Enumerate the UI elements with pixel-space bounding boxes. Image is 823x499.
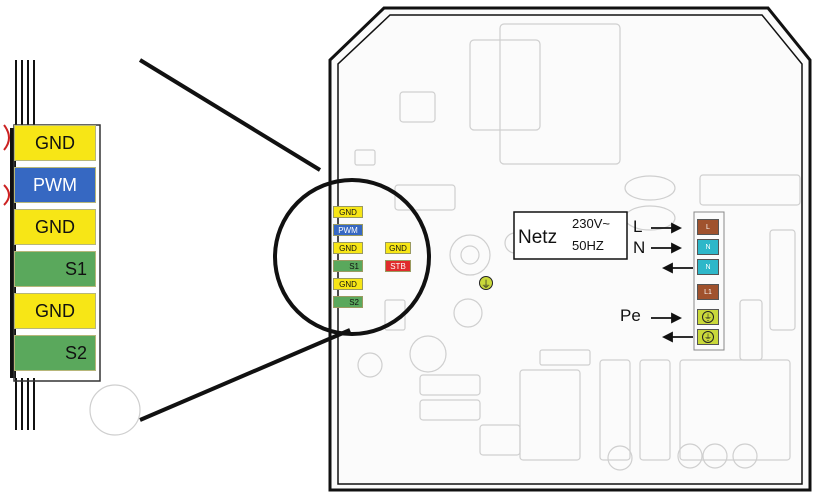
mains-label: Netz bbox=[518, 227, 558, 248]
small-terminal-gnd-2: GND bbox=[333, 242, 363, 254]
small-terminal-pwm: PWM bbox=[333, 224, 363, 236]
zoom-terminal-pwm: PWM bbox=[14, 167, 96, 203]
side-terminal-label: STB bbox=[390, 261, 406, 271]
neutral-label: N bbox=[633, 238, 646, 257]
zoom-terminal-label: GND bbox=[35, 132, 75, 153]
small-terminal-label: S1 bbox=[349, 261, 359, 271]
terminal-label: L bbox=[706, 223, 710, 231]
zoom-terminal-label: GND bbox=[35, 300, 75, 321]
zoom-terminal-s1: S1 bbox=[14, 251, 96, 287]
small-terminal-label: GND bbox=[339, 243, 357, 253]
terminal-n-2: N bbox=[697, 259, 719, 275]
terminal-label: L1 bbox=[704, 288, 712, 296]
small-terminal-s1: S1 bbox=[333, 260, 363, 272]
zoom-terminal-label: S1 bbox=[64, 258, 87, 279]
zoom-terminal-s2: S2 bbox=[14, 335, 96, 371]
terminal-l: L bbox=[697, 219, 719, 235]
terminal-pe-1: ⏚ bbox=[697, 309, 719, 325]
terminal-label: N bbox=[705, 243, 711, 251]
zoom-terminal-label: S2 bbox=[64, 342, 87, 363]
small-terminal-label: GND bbox=[339, 207, 357, 217]
zoom-terminal-label: PWM bbox=[33, 174, 77, 195]
terminal-label: N bbox=[705, 263, 711, 271]
side-terminal-gnd: GND bbox=[385, 242, 411, 254]
earth-label: Pe bbox=[620, 306, 641, 325]
mains-frequency: 50HZ bbox=[572, 238, 604, 253]
side-terminal-stb: STB bbox=[385, 260, 411, 272]
mains-voltage: 230V~ bbox=[572, 216, 610, 231]
phase-label: L bbox=[633, 217, 643, 236]
terminal-pe-2: ⏚ bbox=[697, 329, 719, 345]
terminal-n-1: N bbox=[697, 239, 719, 255]
small-terminal-gnd-1: GND bbox=[333, 206, 363, 218]
zoom-terminal-gnd-2: GND bbox=[14, 209, 96, 245]
small-terminal-label: PWM bbox=[338, 225, 358, 235]
terminal-l1: L1 bbox=[697, 284, 719, 300]
zoom-terminal-label: GND bbox=[35, 216, 75, 237]
earth-icon: ⏚ bbox=[479, 276, 493, 291]
zoom-terminal-gnd-1: GND bbox=[14, 125, 96, 161]
side-terminal-label: GND bbox=[389, 243, 407, 253]
earth-icon: ⏚ bbox=[702, 331, 714, 343]
small-terminal-s2: S2 bbox=[333, 296, 363, 308]
zoom-terminal-gnd-3: GND bbox=[14, 293, 96, 329]
small-terminal-gnd-3: GND bbox=[333, 278, 363, 290]
small-terminal-label: GND bbox=[339, 279, 357, 289]
small-terminal-label: S2 bbox=[349, 297, 359, 307]
earth-icon: ⏚ bbox=[702, 311, 714, 323]
